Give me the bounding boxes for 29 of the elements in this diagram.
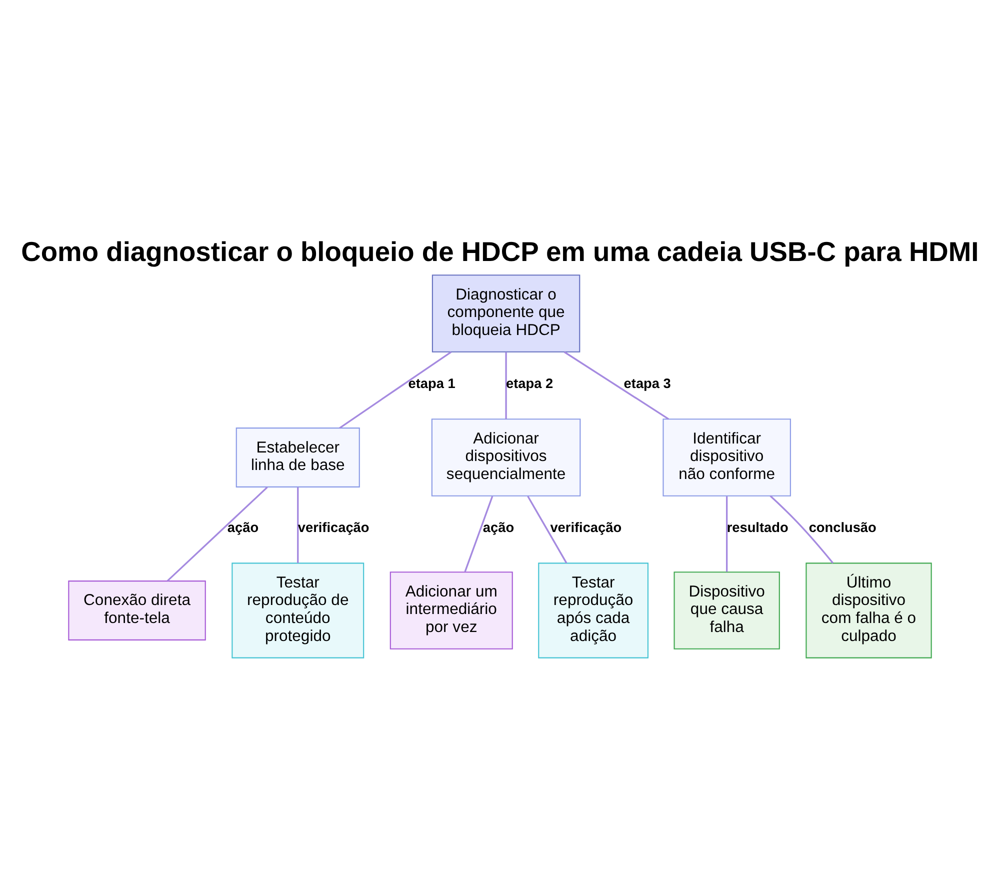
- diagram-title: Como diagnosticar o bloqueio de HDCP em uma cadeia USB-C para HDMI: [21, 236, 979, 268]
- connector: [339, 351, 452, 429]
- node-box: Identificar dispositivo não conforme: [662, 418, 791, 496]
- node-box: Estabelecer linha de base: [236, 428, 360, 488]
- edge-label: conclusão: [808, 520, 876, 536]
- connector: [464, 496, 494, 572]
- node-box: Testar reprodução após cada adição: [538, 562, 648, 658]
- node-box: Adicionar um intermediário por vez: [390, 572, 513, 650]
- edge-label: verificação: [298, 520, 370, 536]
- edge-label: ação: [227, 520, 259, 536]
- node-box: Testar reprodução de conteúdo protegido: [232, 562, 364, 658]
- node-box: Conexão direta fonte-tela: [68, 580, 206, 640]
- edge-label: resultado: [726, 520, 788, 536]
- edge-label: ação: [482, 520, 514, 536]
- connector: [527, 496, 568, 564]
- edge-label: etapa 1: [408, 376, 456, 392]
- edge-label: etapa 2: [506, 376, 554, 392]
- edge-label: etapa 3: [624, 376, 671, 392]
- connector: [505, 352, 507, 420]
- node-box: Adicionar dispositivos sequencialmente: [431, 418, 581, 496]
- node-box: Último dispositivo com falha é o culpado: [806, 562, 932, 658]
- connector: [166, 486, 268, 582]
- node-box: Dispositivo que causa falha: [674, 572, 780, 650]
- connector: [770, 495, 834, 564]
- connector: [297, 487, 299, 563]
- edge-label: verificação: [550, 520, 622, 536]
- connector: [564, 351, 670, 420]
- connector: [726, 496, 728, 572]
- node-box: Diagnosticar o componente que bloqueia HDCP: [432, 274, 580, 352]
